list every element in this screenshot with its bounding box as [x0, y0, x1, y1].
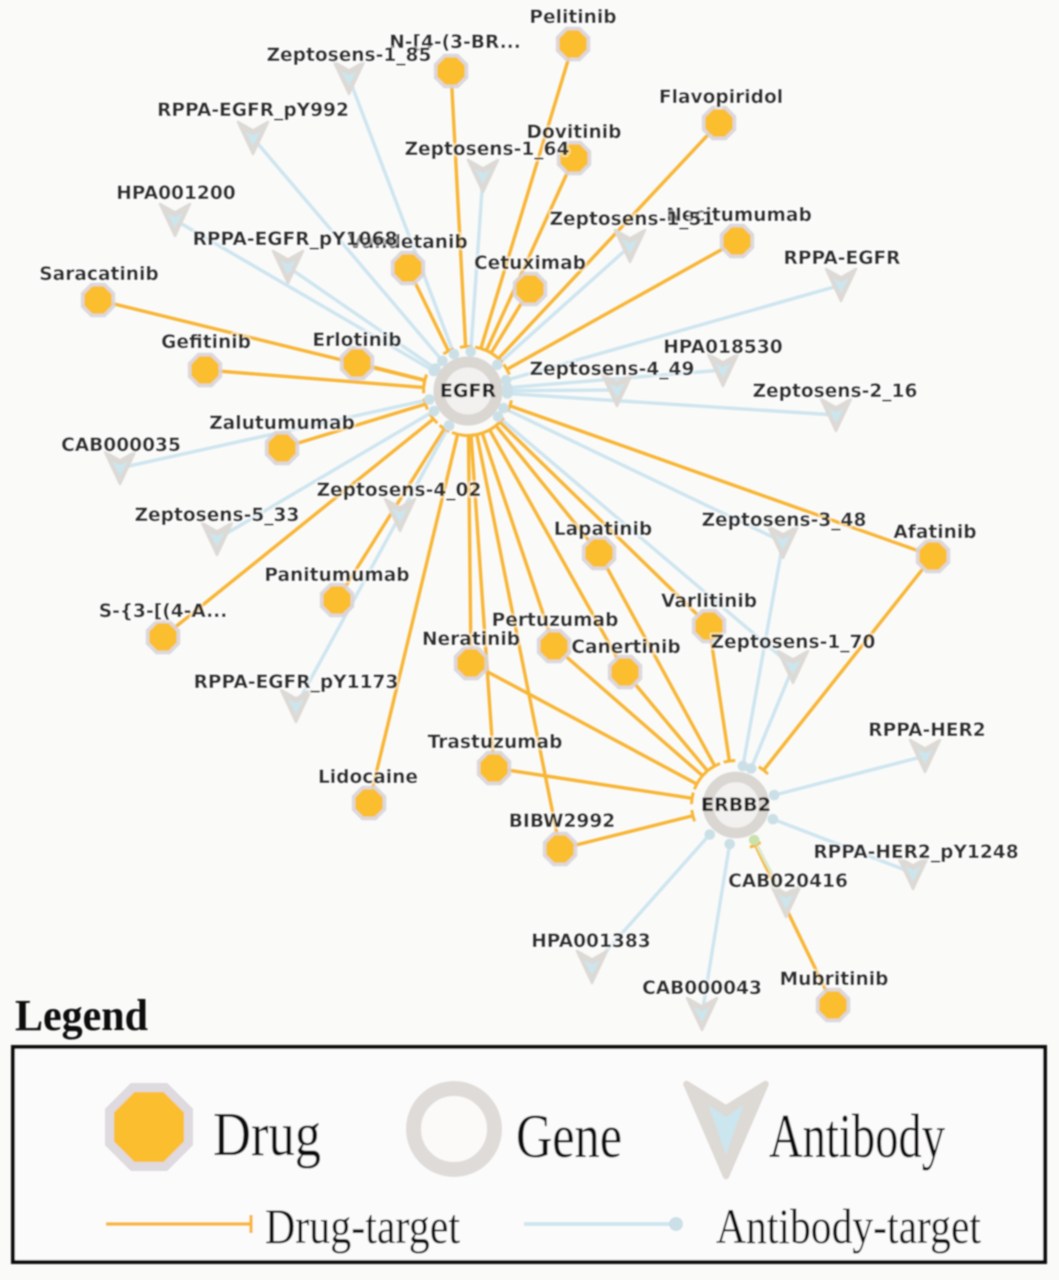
svg-text:Antibody: Antibody: [769, 1103, 945, 1171]
svg-text:Canertinib: Canertinib: [571, 637, 680, 658]
svg-text:BIBW2992: BIBW2992: [509, 811, 616, 832]
svg-text:S-{3-[(4-A...: S-{3-[(4-A...: [99, 601, 228, 622]
svg-text:CAB000043: CAB000043: [642, 978, 762, 999]
svg-text:Zalutumumab: Zalutumumab: [209, 413, 355, 434]
svg-text:Afatinib: Afatinib: [893, 522, 976, 543]
svg-text:HPA018530: HPA018530: [663, 337, 783, 358]
svg-text:Zeptosens-4_49: Zeptosens-4_49: [530, 359, 695, 380]
svg-text:Lapatinib: Lapatinib: [554, 519, 652, 540]
svg-text:Pertuzumab: Pertuzumab: [492, 610, 619, 631]
svg-text:RPPA-EGFR_pY1068: RPPA-EGFR_pY1068: [193, 229, 398, 250]
svg-text:Zeptosens-1_70: Zeptosens-1_70: [711, 632, 876, 653]
svg-text:Flavopiridol: Flavopiridol: [659, 87, 783, 108]
svg-text:HPA001200: HPA001200: [116, 183, 236, 204]
svg-text:Panitumumab: Panitumumab: [264, 565, 409, 586]
svg-text:Zeptosens-2_16: Zeptosens-2_16: [753, 381, 918, 402]
svg-text:N-[4-(3-BR...: N-[4-(3-BR...: [389, 32, 521, 53]
svg-text:Pelitinib: Pelitinib: [529, 7, 616, 28]
svg-text:Zeptosens-1_51: Zeptosens-1_51: [550, 209, 715, 230]
svg-text:Neratinib: Neratinib: [422, 629, 520, 650]
svg-text:RPPA-EGFR_pY992: RPPA-EGFR_pY992: [157, 100, 349, 121]
svg-text:Legend: Legend: [15, 991, 148, 1040]
svg-text:Zeptosens-3_48: Zeptosens-3_48: [702, 510, 867, 531]
svg-text:Erlotinib: Erlotinib: [312, 330, 401, 351]
svg-text:Necitumumab: Necitumumab: [666, 205, 812, 226]
svg-text:Mubritinib: Mubritinib: [780, 969, 889, 990]
svg-text:Zeptosens-1_85: Zeptosens-1_85: [267, 45, 432, 66]
svg-text:HPA001383: HPA001383: [531, 931, 651, 952]
svg-text:RPPA-EGFR: RPPA-EGFR: [784, 248, 901, 269]
svg-text:Zeptosens-4_02: Zeptosens-4_02: [317, 480, 482, 501]
svg-text:RPPA-HER2: RPPA-HER2: [868, 720, 986, 741]
svg-text:Drug-target: Drug-target: [265, 1198, 460, 1254]
svg-text:Saracatinib: Saracatinib: [39, 264, 158, 285]
svg-text:Antibody-target: Antibody-target: [716, 1198, 981, 1254]
svg-text:Gefitinib: Gefitinib: [161, 332, 251, 353]
svg-text:Vandetanib: Vandetanib: [348, 232, 467, 253]
svg-text:ERBB2: ERBB2: [701, 794, 771, 816]
svg-text:Dovitinib: Dovitinib: [527, 122, 622, 143]
svg-text:Zeptosens-5_33: Zeptosens-5_33: [135, 505, 300, 526]
svg-text:Varlitinib: Varlitinib: [661, 591, 757, 612]
svg-text:Zeptosens-1_64: Zeptosens-1_64: [405, 139, 570, 160]
svg-text:Cetuximab: Cetuximab: [474, 253, 586, 274]
svg-text:CAB020416: CAB020416: [728, 871, 848, 892]
svg-text:Lidocaine: Lidocaine: [318, 767, 418, 788]
svg-text:Trastuzumab: Trastuzumab: [428, 732, 563, 753]
svg-text:RPPA-EGFR_pY1173: RPPA-EGFR_pY1173: [194, 672, 399, 693]
svg-text:EGFR: EGFR: [440, 380, 497, 402]
svg-text:CAB000035: CAB000035: [61, 435, 181, 456]
svg-text:RPPA-HER2_pY1248: RPPA-HER2_pY1248: [813, 842, 1018, 863]
svg-text:Drug: Drug: [213, 1101, 321, 1169]
svg-text:Gene: Gene: [516, 1103, 622, 1171]
